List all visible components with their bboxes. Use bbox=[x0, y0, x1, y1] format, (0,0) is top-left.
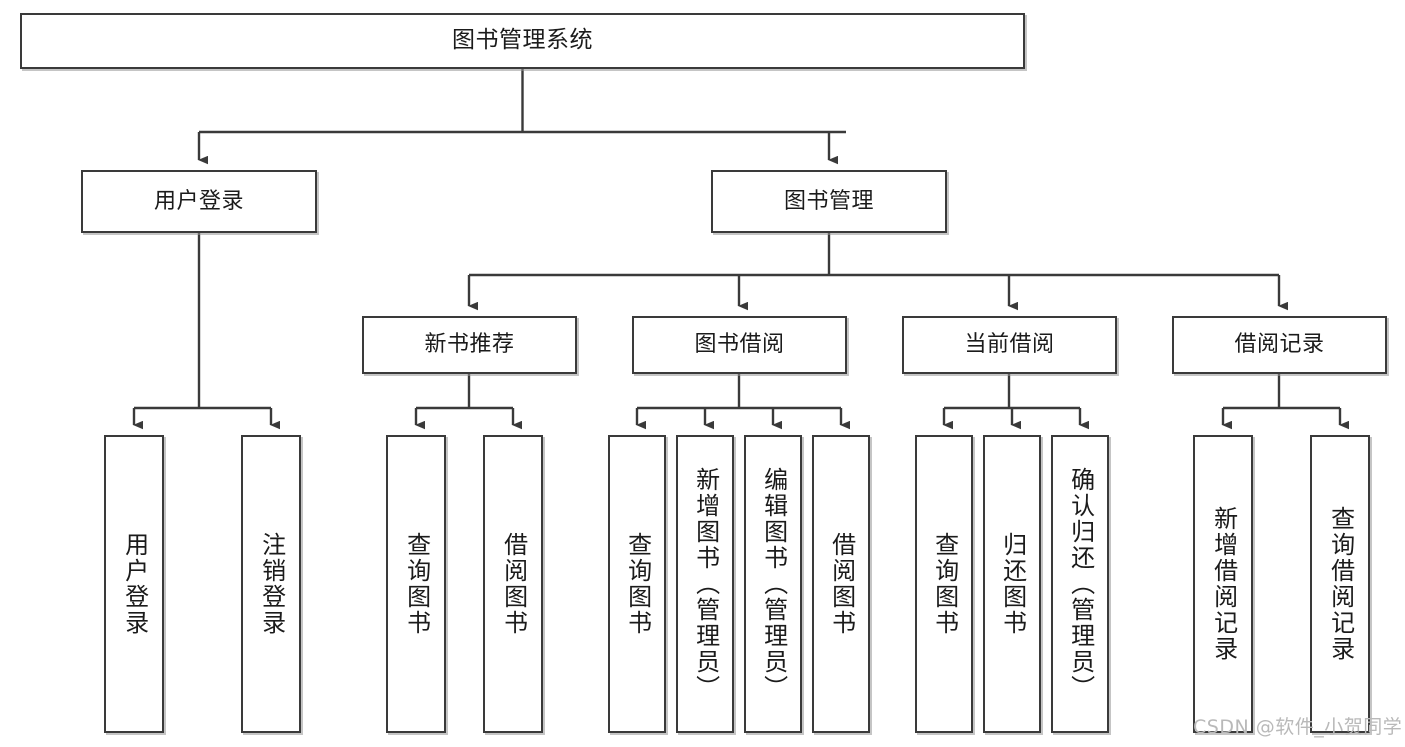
node-label: 查询图书 bbox=[623, 532, 652, 636]
node-leaf-query-book-current[interactable]: 查询图书 bbox=[915, 435, 973, 733]
node-label: 图书管理 bbox=[783, 188, 874, 214]
node-leaf-confirm-return-admin[interactable]: 确认归还（管理员） bbox=[1051, 435, 1109, 733]
node-leaf-query-borrow-record[interactable]: 查询借阅记录 bbox=[1310, 435, 1370, 733]
node-label: 借阅图书 bbox=[499, 532, 528, 636]
node-leaf-query-book-recommend[interactable]: 查询图书 bbox=[386, 435, 446, 733]
node-label: 新增图书（管理员） bbox=[691, 467, 720, 701]
node-borrow-record[interactable]: 借阅记录 bbox=[1172, 316, 1387, 374]
node-leaf-add-book-admin[interactable]: 新增图书（管理员） bbox=[676, 435, 734, 733]
node-book-manage[interactable]: 图书管理 bbox=[711, 170, 947, 233]
node-label: 新书推荐 bbox=[424, 332, 515, 358]
node-label: 图书管理系统 bbox=[452, 27, 593, 54]
node-leaf-borrow-book-recommend[interactable]: 借阅图书 bbox=[483, 435, 543, 733]
node-user-login[interactable]: 用户登录 bbox=[81, 170, 317, 233]
node-leaf-edit-book-admin[interactable]: 编辑图书（管理员） bbox=[744, 435, 802, 733]
node-leaf-query-book-borrow[interactable]: 查询图书 bbox=[608, 435, 666, 733]
node-label: 新增借阅记录 bbox=[1209, 506, 1238, 662]
node-label: 图书借阅 bbox=[694, 332, 785, 358]
node-book-borrow[interactable]: 图书借阅 bbox=[632, 316, 847, 374]
node-label: 编辑图书（管理员） bbox=[759, 467, 788, 701]
node-label: 借阅记录 bbox=[1234, 332, 1325, 358]
node-leaf-user-login[interactable]: 用户登录 bbox=[104, 435, 164, 733]
node-label: 注销登录 bbox=[257, 532, 286, 636]
node-label: 用户登录 bbox=[153, 188, 244, 214]
node-current-borrow[interactable]: 当前借阅 bbox=[902, 316, 1117, 374]
node-label: 查询借阅记录 bbox=[1326, 506, 1355, 662]
node-label: 用户登录 bbox=[120, 532, 149, 636]
csdn-watermark: CSDN @软件_小贺同学 bbox=[1193, 716, 1403, 738]
node-leaf-user-logout[interactable]: 注销登录 bbox=[241, 435, 301, 733]
node-book-management-system[interactable]: 图书管理系统 bbox=[20, 13, 1025, 69]
node-leaf-borrow-book[interactable]: 借阅图书 bbox=[812, 435, 870, 733]
node-leaf-add-borrow-record[interactable]: 新增借阅记录 bbox=[1193, 435, 1253, 733]
node-label: 查询图书 bbox=[930, 532, 959, 636]
node-leaf-return-book[interactable]: 归还图书 bbox=[983, 435, 1041, 733]
node-label: 借阅图书 bbox=[827, 532, 856, 636]
node-label: 归还图书 bbox=[998, 532, 1027, 636]
node-label: 确认归还（管理员） bbox=[1066, 467, 1095, 701]
node-new-book-recommend[interactable]: 新书推荐 bbox=[362, 316, 577, 374]
node-label: 当前借阅 bbox=[964, 332, 1055, 358]
node-label: 查询图书 bbox=[402, 532, 431, 636]
